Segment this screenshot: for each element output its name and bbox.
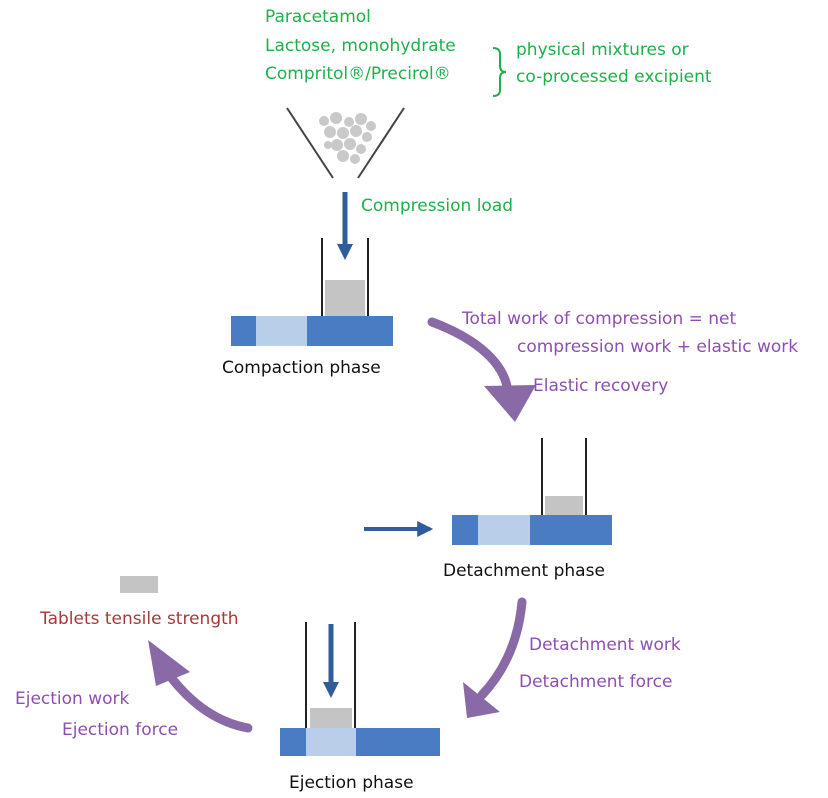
detachment-die bbox=[452, 438, 612, 545]
compaction-die bbox=[231, 238, 393, 346]
ejection-phase-label: Ejection phase bbox=[289, 773, 414, 793]
ingredient-compritol: Compritol®/Precirol® bbox=[265, 64, 451, 84]
grouping-bracket bbox=[492, 47, 507, 97]
ejection-die bbox=[280, 622, 440, 756]
final-tablet bbox=[120, 576, 158, 593]
ingredient-lactose: Lactose, monohydrate bbox=[265, 36, 456, 56]
elastic-recovery-label: Elastic recovery bbox=[533, 376, 669, 396]
detachment-phase-label: Detachment phase bbox=[443, 561, 605, 581]
tablet-strength-label: Tablets tensile strength bbox=[40, 609, 239, 629]
powder-particles bbox=[319, 112, 376, 164]
tablet-in-die bbox=[545, 496, 583, 515]
mixture-label-line1: physical mixtures or bbox=[516, 40, 689, 60]
ejection-force-label: Ejection force bbox=[62, 720, 179, 740]
compression-load-label: Compression load bbox=[361, 196, 514, 216]
compacted-powder bbox=[325, 280, 365, 316]
compression-arrow bbox=[337, 192, 353, 260]
ejected-tablet bbox=[310, 708, 352, 728]
detachment-work-label: Detachment work bbox=[529, 635, 681, 655]
hopper bbox=[286, 107, 405, 179]
compaction-phase-label: Compaction phase bbox=[222, 358, 381, 378]
curved-arrow-compaction-to-detachment bbox=[427, 317, 536, 422]
detachment-force-label: Detachment force bbox=[519, 672, 673, 692]
total-work-line1: Total work of compression = net bbox=[462, 309, 737, 329]
mixture-label-line2: co-processed excipient bbox=[516, 67, 712, 87]
ejection-work-label: Ejection work bbox=[15, 689, 130, 709]
ingredient-paracetamol: Paracetamol bbox=[265, 7, 371, 27]
curved-arrow-ejection-to-tablet bbox=[148, 640, 253, 733]
curved-arrow-detachment-to-ejection bbox=[463, 597, 527, 718]
total-work-line2: compression work + elastic work bbox=[517, 337, 799, 357]
